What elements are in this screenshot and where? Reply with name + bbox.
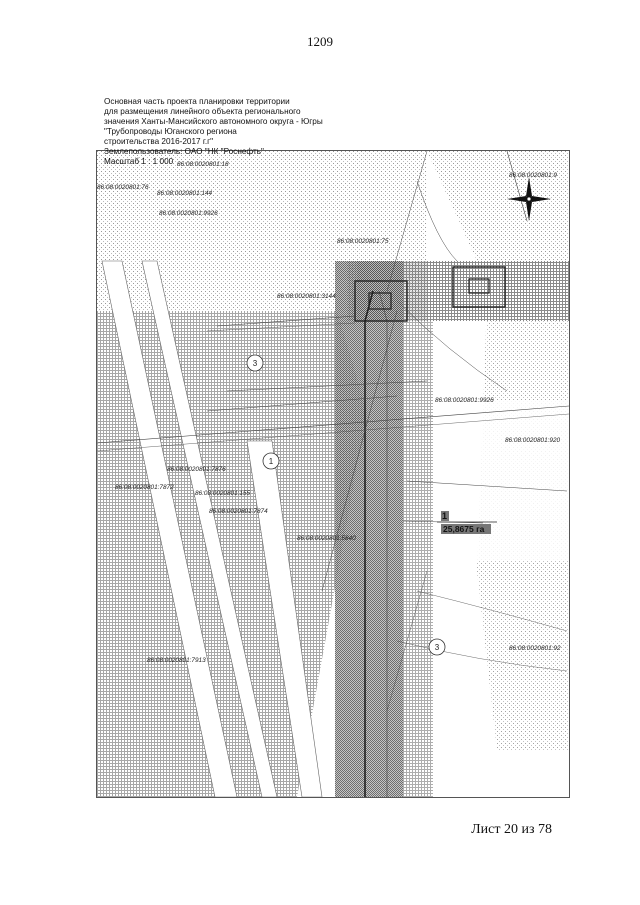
cadastral-map: 86:08:0020801:18 86:08:0020801:76 86:08:… — [97, 151, 569, 797]
road-strip — [141, 260, 278, 797]
parcel-label: 86:08:0020801:75 — [337, 238, 389, 245]
survey-line — [396, 300, 508, 392]
parcel-label: 86:08:0020801:92 — [509, 645, 561, 652]
survey-line — [386, 151, 428, 292]
parcel-label: 86:08:0020801:7872 — [115, 484, 174, 491]
site-frame — [354, 280, 408, 322]
land-user-line: Землепользователь: ОАО "НК "Роснефть" — [104, 147, 264, 156]
pipeline-corridor — [403, 261, 433, 797]
page-number: 1209 — [307, 34, 333, 49]
parcel-label: 86:08:0020801:144 — [157, 190, 213, 197]
parcel-label: 86:08:0020801:7876 — [167, 466, 226, 473]
parcel-label: 86:08:0020801:9926 — [159, 210, 218, 217]
survey-line — [216, 315, 356, 327]
svg-text:3: 3 — [253, 359, 258, 368]
title-line: "Трубопроводы Юганского региона — [104, 127, 237, 136]
site-frame — [368, 292, 392, 310]
survey-line — [97, 413, 569, 452]
map-frame[interactable]: 86:08:0020801:18 86:08:0020801:76 86:08:… — [96, 150, 570, 798]
title-line: Основная часть проекта планировки террит… — [104, 97, 290, 106]
title-line: значения Ханты-Мансийского автономного о… — [104, 117, 323, 126]
survey-line — [206, 395, 398, 412]
map-title-block: Основная часть проекта планировки террит… — [104, 97, 323, 167]
survey-line — [416, 180, 458, 262]
survey-line — [321, 310, 398, 592]
survey-line — [386, 570, 428, 712]
svg-text:25,8675 га: 25,8675 га — [443, 524, 485, 534]
sheet-label: Лист 20 из 78 — [471, 822, 552, 837]
parcel-label: 86:08:0020801:9926 — [435, 397, 494, 404]
parcel-label: 86:08:0020801:18 — [177, 161, 229, 168]
survey-line — [396, 640, 568, 672]
survey-line — [226, 380, 428, 392]
site-frame — [468, 278, 490, 294]
zone-marker: 3 — [246, 354, 264, 372]
zone-marker: 1 — [262, 452, 280, 470]
road-strip — [101, 260, 238, 797]
survey-line — [406, 480, 568, 492]
pipeline-corridor — [335, 261, 403, 797]
survey-line — [97, 405, 569, 444]
parcel-label: 86:08:0020801:3144 — [277, 293, 336, 300]
zone-marker: 3 — [428, 638, 446, 656]
parcel-label: 86:08:0020801:155 — [195, 490, 251, 497]
area-label: 1 25,8675 га — [437, 511, 497, 534]
scale-line: Масштаб 1 : 1 000 — [104, 157, 174, 166]
title-line: строительства 2016-2017 г.г" — [104, 137, 214, 146]
survey-line — [206, 322, 356, 332]
parcel-label: 86:08:0020801:7913 — [147, 657, 206, 664]
survey-line — [506, 151, 528, 222]
svg-text:1: 1 — [442, 511, 447, 521]
parcel-label: 86:08:0020801:7874 — [209, 508, 268, 515]
road-strip — [246, 440, 323, 797]
parcel-label: 86:08:0020801:920 — [505, 437, 561, 444]
parcel-label: 86:08:0020801:5840 — [297, 535, 356, 542]
parcel-label: 86:08:0020801:76 — [97, 184, 149, 191]
survey-line — [416, 590, 568, 632]
compass-rose-icon — [507, 177, 551, 221]
hatched-area — [427, 151, 569, 261]
parcel-label: 86:08:0020801:9 — [509, 172, 557, 179]
svg-text:1: 1 — [269, 457, 274, 466]
title-line: для размещения линейного объекта региона… — [104, 107, 301, 116]
svg-text:3: 3 — [435, 643, 440, 652]
site-frame — [452, 266, 506, 308]
